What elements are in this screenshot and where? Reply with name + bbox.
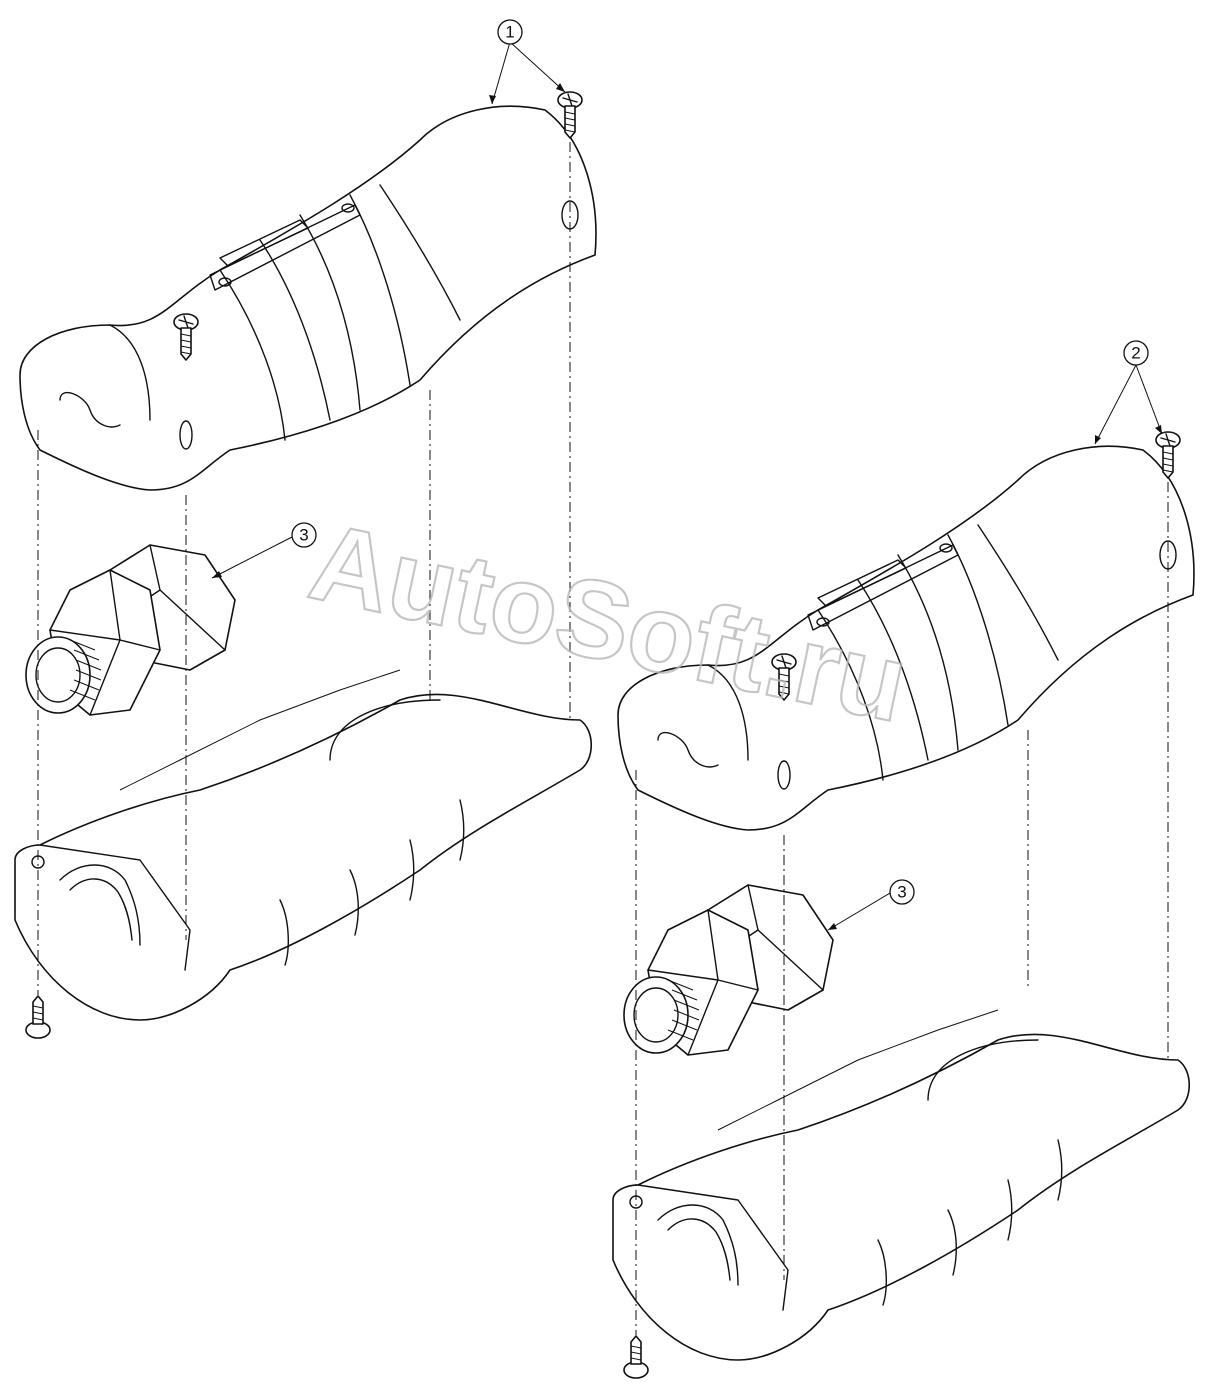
callout-1: 1 xyxy=(489,19,566,105)
left-hex-fitting xyxy=(25,544,236,716)
callout-3-right-label: 3 xyxy=(897,883,906,902)
callout-3-left-label: 3 xyxy=(299,526,308,545)
callout-2-label: 2 xyxy=(1131,344,1140,363)
right-hex-fitting xyxy=(623,884,834,1056)
callout-1-label: 1 xyxy=(505,23,514,42)
callout-3-left: 3 xyxy=(211,522,317,579)
right-assembly xyxy=(612,431,1195,1379)
left-bottom-screw xyxy=(25,995,51,1039)
callout-3-right: 3 xyxy=(827,879,915,931)
left-upper-shell xyxy=(19,105,597,491)
left-assembly-lines xyxy=(37,142,571,995)
left-assembly xyxy=(14,91,597,1039)
right-lower-shell xyxy=(612,1009,1191,1361)
right-assembly-lines xyxy=(635,482,1169,1335)
callout-2: 2 xyxy=(1094,340,1163,445)
left-lower-shell xyxy=(14,669,593,1021)
right-bottom-screw xyxy=(623,1335,649,1379)
